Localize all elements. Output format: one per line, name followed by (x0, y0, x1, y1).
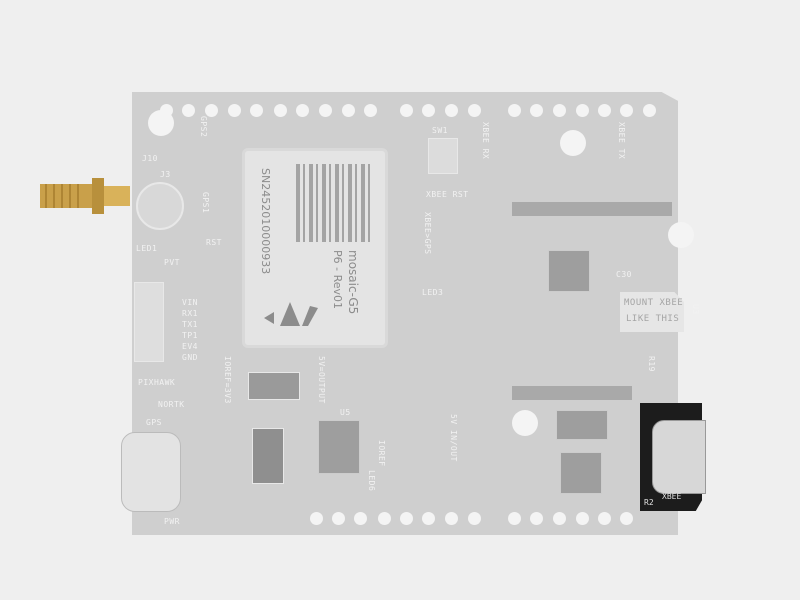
label-pvt: PVT (164, 258, 180, 267)
mount-xbee-box (620, 292, 684, 332)
label-pwr: PWR (164, 517, 180, 526)
label-xbee-tx: XBEE TX (617, 122, 626, 160)
label-u5: U5 (340, 408, 351, 417)
label-pixhawk: PIXHAWK (138, 378, 176, 387)
module-revision: P6 - Rev01 (331, 250, 344, 310)
xbee-header-bottom (512, 386, 632, 400)
label-5v-inout: 5V IN/OUT (449, 414, 458, 462)
label-ioref-sel: IOREF=3V3 (223, 356, 232, 404)
label-u3: U3 (691, 304, 700, 315)
label-r2: R2 (644, 498, 654, 507)
label-rst: RST (206, 238, 222, 247)
xbee-usb-c-port[interactable] (652, 420, 706, 494)
label-xbee-rst: XBEE RST (426, 190, 469, 199)
datamatrix-code (296, 164, 374, 242)
u-fl-connector (136, 182, 184, 230)
label-j10: J10 (142, 154, 158, 163)
label-j3: J3 (160, 170, 171, 179)
jst-connector (134, 282, 164, 362)
power-switch[interactable] (248, 372, 300, 400)
mount-hole (668, 222, 694, 248)
mount-hole (560, 130, 586, 156)
label-5v-output: 5V=OUTPUT (317, 356, 326, 404)
septentrio-logo-icon (264, 302, 318, 326)
xbee-header-top (512, 202, 672, 216)
label-c30: C30 (616, 270, 632, 279)
label-mount-xbee: MOUNT XBEE (624, 298, 684, 308)
label-xbee-gps: XBEE>GPS (423, 212, 432, 255)
module-serial: SN2452010000933 (259, 168, 272, 275)
mount-hole (512, 410, 538, 436)
module-brand: mosaic-G5 (346, 250, 360, 315)
label-gps: GPS (146, 418, 162, 427)
diodes (252, 428, 284, 484)
label-sw1: SW1 (432, 126, 448, 135)
label-led6: LED6 (367, 470, 376, 492)
label-xbee-usb: XBEE (662, 492, 682, 501)
label-led1: LED1 (136, 244, 158, 253)
label-xbee-rx: XBEE RX (481, 122, 490, 160)
label-gnd: GND (182, 353, 198, 362)
label-tx1: TX1 (182, 320, 198, 329)
label-tp1: TP1 (182, 331, 198, 340)
label-gps2: GPS2 (199, 116, 208, 138)
label-vin: VIN (182, 298, 198, 307)
label-r19: R19 (647, 356, 656, 372)
chip-u5 (318, 420, 360, 474)
chip-usb-bridge (560, 452, 602, 494)
gps-usb-c-port[interactable] (121, 432, 181, 512)
label-like-this: LIKE THIS (626, 314, 680, 324)
label-led3: LED3 (422, 288, 444, 297)
label-rx1: RX1 (182, 309, 198, 318)
label-ioref: IOREF (377, 440, 386, 467)
reset-button[interactable] (428, 138, 458, 174)
label-nortk: NORTK (158, 400, 185, 409)
mount-hole (148, 110, 174, 136)
label-gps1: GPS1 (201, 192, 210, 214)
label-ev4: EV4 (182, 342, 198, 351)
chip-u12 (548, 250, 590, 292)
chip-level-shifter (556, 410, 608, 440)
sma-antenna-connector (40, 178, 130, 214)
